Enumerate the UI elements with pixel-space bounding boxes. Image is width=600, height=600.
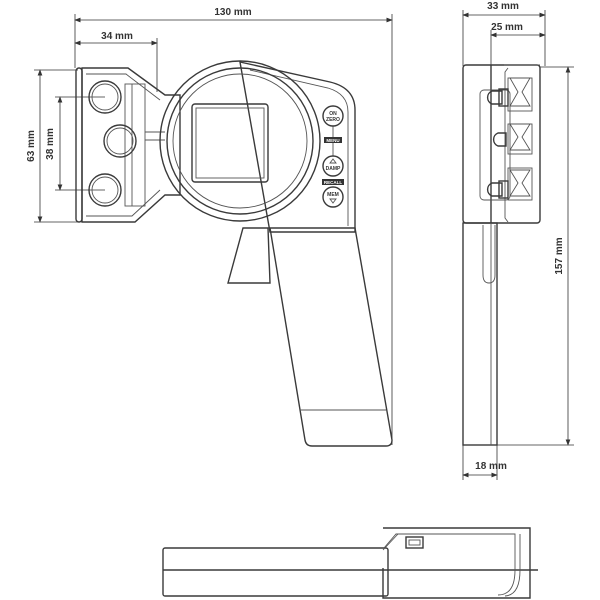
dim-label-34: 34 mm — [101, 31, 133, 42]
roller-middle — [103, 124, 137, 158]
dim-label-18: 18 mm — [475, 461, 507, 472]
side-view: 33 mm 25 mm 157 mm 18 mm — [462, 1, 574, 480]
svg-text:ON: ON — [329, 111, 337, 117]
dim-label-130: 130 mm — [214, 7, 251, 18]
dim-label-33: 33 mm — [487, 1, 519, 12]
roller-bottom — [88, 173, 122, 207]
svg-text:DAMP: DAMP — [326, 166, 341, 172]
bottom-view — [162, 527, 538, 599]
mem-button[interactable]: MEM — [322, 186, 344, 208]
roller-top — [88, 80, 122, 114]
dim-label-38: 38 mm — [45, 128, 56, 160]
dim-label-63: 63 mm — [26, 130, 37, 162]
damp-button[interactable]: DAMP — [322, 155, 344, 177]
svg-text:MEM: MEM — [327, 192, 339, 198]
dim-label-157: 157 mm — [554, 237, 565, 274]
on-zero-button[interactable]: ON ZERO — [322, 105, 344, 127]
display-screen — [191, 103, 269, 183]
dim-label-25: 25 mm — [491, 22, 523, 33]
menu-label: MENU — [324, 137, 342, 143]
svg-text:RECALL: RECALL — [324, 180, 342, 185]
svg-text:MENU: MENU — [326, 138, 339, 143]
usb-port — [405, 536, 424, 549]
front-view: 130 mm 34 mm 63 mm 38 mm — [26, 7, 393, 447]
svg-text:ZERO: ZERO — [326, 117, 340, 123]
recall-label: RECALL — [322, 179, 344, 185]
